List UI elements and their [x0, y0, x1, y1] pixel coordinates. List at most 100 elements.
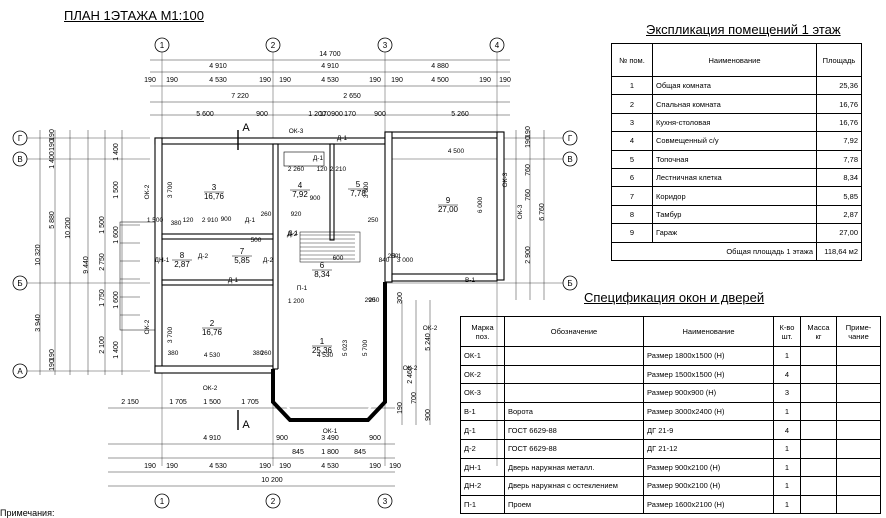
opening-mark: ОК-2: [144, 319, 151, 334]
dimension-label: 2 210: [330, 166, 347, 173]
axis-bubble-right-label: Б: [567, 279, 572, 288]
room-number: 7: [240, 247, 245, 256]
dimension-label: 1 200: [308, 111, 326, 118]
dimension-label: 2 100: [99, 336, 106, 354]
axis-bubble-left: [12, 275, 28, 291]
dimension-label: 2 150: [121, 399, 139, 406]
wall: [272, 143, 279, 370]
dimension-label: 3 700: [167, 326, 174, 343]
dimension-label: 250: [369, 297, 380, 304]
room-area: 2,87: [816, 204, 862, 225]
spec-item-name: ДГ 21-9: [643, 420, 774, 440]
explication-header: Площадь: [816, 43, 862, 77]
room-area: 5,85: [234, 256, 250, 265]
spec-designation: [504, 364, 644, 385]
spec-note: [836, 364, 881, 385]
dimension-label: 170: [344, 111, 356, 118]
bathtub-icon: [283, 151, 325, 167]
opening-mark: Д-2: [263, 257, 274, 264]
spec-designation: [504, 383, 644, 403]
dimension-label: 900: [425, 409, 432, 421]
room-area: 7,92: [292, 190, 308, 199]
opening-mark: Д-2: [287, 231, 298, 238]
dimension-label: 4 910: [209, 63, 227, 70]
opening-mark: П-1: [297, 285, 308, 292]
axis-bubble-top-label: 3: [383, 41, 388, 50]
room-area: 27,00: [438, 205, 459, 214]
opening-mark: ОК-3: [502, 172, 509, 187]
dimension-label: 190: [369, 77, 381, 84]
room-area: 16,76: [202, 328, 223, 337]
spec-mass: [800, 457, 837, 478]
axis-bubble-bottom: [377, 493, 393, 509]
dimension-label: 1 600: [113, 226, 120, 244]
room-area: 16,76: [816, 112, 862, 133]
dimension-label: 190: [49, 129, 56, 141]
wall: [161, 233, 274, 240]
spec-mark: Д-1: [460, 420, 505, 440]
room-area: 7,92: [816, 131, 862, 151]
spec-mark: В-1: [460, 401, 505, 422]
dimension-label: 10 200: [261, 477, 283, 484]
spec-designation: Проем: [504, 494, 644, 515]
dimension-label: 10 320: [35, 244, 42, 266]
spec-item-name: ДГ 21-12: [643, 438, 774, 459]
dimension-label: 300: [397, 292, 404, 304]
spec-item-name: Размер 1600х2100 (Н): [643, 494, 774, 515]
dimension-label: 190: [49, 349, 56, 361]
opening-mark: Д-1: [313, 155, 324, 162]
room-area: 2,87: [174, 260, 190, 269]
specification-title: Спецификация окон и дверей: [584, 290, 765, 305]
room-number: 5: [611, 149, 653, 169]
spec-mass: [800, 438, 837, 459]
dimension-label: 7 220: [231, 93, 249, 100]
dimension-label: 120: [183, 217, 194, 224]
room-name: Гараж: [652, 223, 817, 243]
dimension-label: 840: [379, 257, 390, 264]
wall: [154, 137, 386, 145]
room-name: Спальная комната: [652, 94, 817, 114]
spec-note: [836, 494, 881, 515]
explication-header: № пом.: [611, 43, 653, 77]
spec-quantity: 4: [773, 364, 801, 385]
opening-mark: ОК-3: [289, 128, 304, 135]
dimension-label: 190: [499, 77, 511, 84]
room-number: 4: [298, 181, 303, 190]
axis-bubble-right: [562, 275, 578, 291]
dimension-label: 190: [144, 463, 156, 470]
bay-wall-inner: [278, 282, 380, 415]
dimension-label: 845: [354, 449, 366, 456]
dimension-label: 4 880: [431, 63, 449, 70]
opening-mark: ОК-1: [323, 428, 338, 435]
porch: [119, 221, 156, 331]
dimension-label: 190: [391, 77, 403, 84]
dimension-label: 1 600: [113, 291, 120, 309]
dimension-label: 920: [291, 211, 302, 218]
dimension-label: 3 940: [35, 314, 42, 332]
spec-note: [836, 346, 881, 366]
dimension-label: 3 600: [363, 181, 370, 198]
specification-header: Марка поз.: [460, 316, 505, 347]
spec-quantity: 3: [773, 383, 801, 403]
room-name: Совмещенный с/у: [652, 131, 817, 151]
room-name: Общая комната: [652, 75, 817, 96]
specification-header: Приме- чание: [836, 316, 881, 347]
wall: [154, 365, 274, 374]
dimension-label: 4 530: [204, 352, 221, 359]
room-number: 9: [611, 223, 653, 243]
total-value: 118,64 м2: [816, 241, 862, 261]
room-area: 25,36: [816, 75, 862, 96]
dimension-label: 5 023: [342, 339, 349, 356]
dimension-label: 4 500: [431, 77, 449, 84]
specification-header-row: Марка поз. Обозначение Наименование К-во…: [460, 316, 881, 347]
bay-wall: [271, 282, 387, 422]
axis-bubble-top: [265, 37, 281, 53]
dimension-label: 1 400: [113, 341, 120, 359]
room-name: Кухня-столовая: [652, 112, 817, 133]
